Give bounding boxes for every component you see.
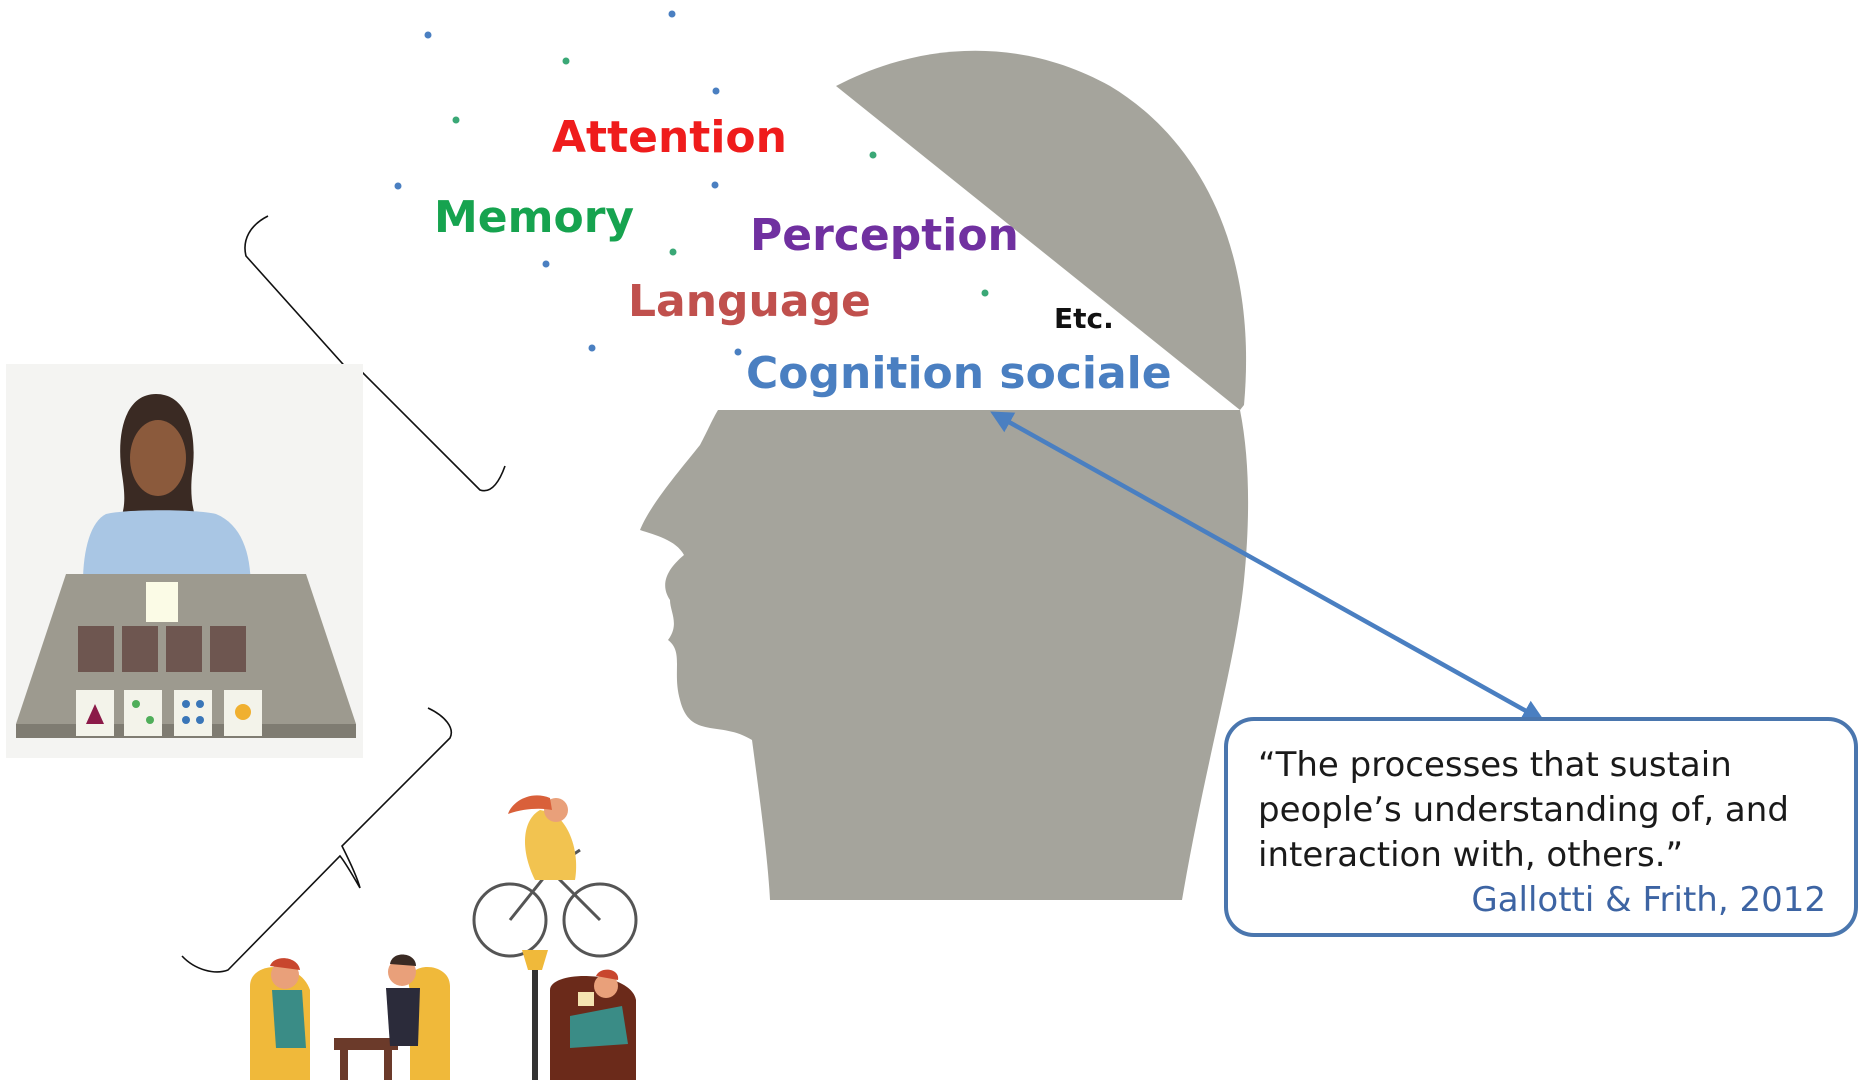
double-arrow	[990, 411, 1545, 722]
label-perception: Perception	[750, 210, 1019, 261]
label-social-cognition: Cognition sociale	[746, 348, 1172, 399]
label-memory: Memory	[434, 192, 635, 243]
quote-citation: Gallotti & Frith, 2012	[1471, 880, 1826, 920]
quote-text: “The processes that sustain people’s und…	[1258, 745, 1789, 875]
scattered-dots	[394, 10, 989, 356]
label-language: Language	[628, 276, 871, 327]
head-profile	[640, 410, 1249, 900]
label-attention: Attention	[552, 112, 787, 163]
skull-cap	[836, 50, 1247, 410]
quote-box: “The processes that sustain people’s und…	[1224, 717, 1858, 937]
social-daily-life-illustration	[250, 795, 638, 1080]
card-sorting-task-illustration	[6, 364, 363, 758]
label-etc: Etc.	[1054, 302, 1114, 335]
bracket-bottom	[181, 707, 452, 973]
